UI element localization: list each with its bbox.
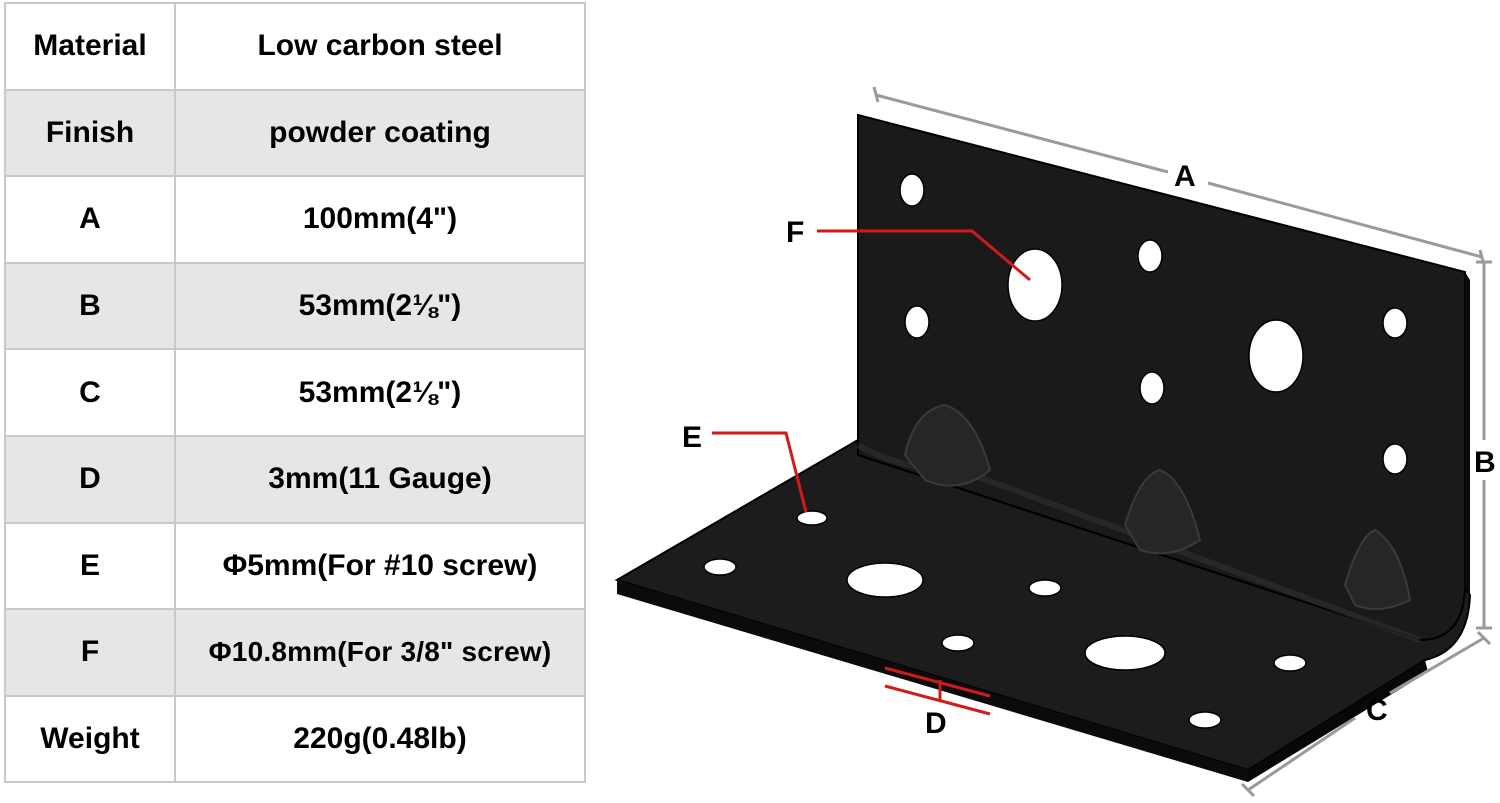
spec-row-weight: Weight 220g(0.48lb): [4, 694, 586, 784]
spec-value: powder coating: [174, 88, 586, 178]
dimension-b: [1476, 260, 1492, 630]
dimension-label-c: C: [1366, 694, 1388, 727]
spec-key: D: [4, 434, 176, 524]
spec-value: 3mm(11 Gauge): [174, 434, 586, 524]
callout-label-f: F: [786, 216, 804, 249]
spec-value: Φ5mm(For #10 screw): [174, 521, 586, 611]
callout-d: [884, 666, 991, 716]
spec-row-b: B 53mm(2⅛"): [4, 261, 586, 351]
spec-value: Φ10.8mm(For 3/8" screw): [174, 608, 586, 697]
spec-key: C: [4, 348, 176, 437]
spec-row-finish: Finish powder coating: [4, 88, 586, 178]
spec-value: 100mm(4"): [174, 175, 586, 264]
spec-key: Finish: [4, 88, 176, 178]
dimension-label-a: A: [1174, 160, 1196, 193]
spec-key: A: [4, 175, 176, 264]
spec-key: Material: [4, 2, 176, 91]
spec-row-material: Material Low carbon steel: [4, 2, 586, 91]
spec-row-c: C 53mm(2⅛"): [4, 348, 586, 437]
spec-row-e: E Φ5mm(For #10 screw): [4, 521, 586, 611]
bracket-bottom-plate: [614, 438, 1472, 772]
callout-e: [712, 431, 808, 513]
spec-value: 53mm(2⅛"): [174, 261, 586, 351]
spec-key: E: [4, 521, 176, 611]
callout-label-d: D: [925, 707, 947, 740]
bottom-plate-holes: [703, 510, 1307, 729]
spec-table: Material Low carbon steel Finish powder …: [4, 2, 586, 784]
dimension-label-b: B: [1474, 446, 1496, 479]
spec-value: 53mm(2⅛"): [174, 348, 586, 437]
spec-key: F: [4, 608, 176, 697]
callout-f: [817, 229, 1031, 282]
callout-label-e: E: [682, 421, 702, 454]
angle-bracket-illustration: A B C D E: [614, 86, 1496, 798]
spec-row-d: D 3mm(11 Gauge): [4, 434, 586, 524]
vertical-plate-holes: [899, 173, 1408, 475]
spec-row-a: A 100mm(4"): [4, 175, 586, 264]
spec-row-f: F Φ10.8mm(For 3/8" screw): [4, 608, 586, 697]
bracket-gussets: [903, 403, 1412, 610]
spec-key: B: [4, 261, 176, 351]
spec-value: 220g(0.48lb): [174, 694, 586, 784]
spec-value: Low carbon steel: [174, 2, 586, 91]
spec-key: Weight: [4, 694, 176, 784]
dimension-c: [1240, 630, 1492, 798]
